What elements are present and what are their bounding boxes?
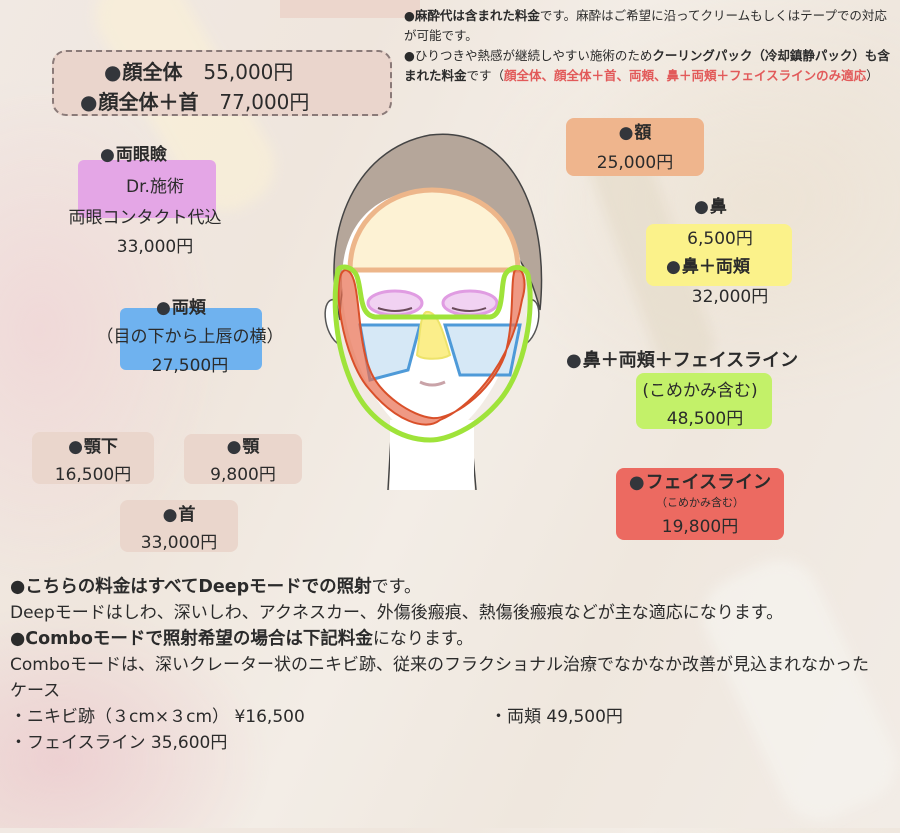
note-cooling-start: ●ひりつきや熱感が継続しやすい施術のため: [404, 48, 653, 63]
plan-name: 両眼瞼: [115, 145, 167, 165]
plan-includes-temple: （こめかみ含む）: [656, 496, 744, 509]
face-diagram-icon: [324, 133, 543, 490]
plan-price: 6,500円: [687, 229, 753, 249]
deep-description: Deepモードはしわ、深いしわ、アクネスカー、外傷後瘢痕、熱傷後瘢痕などが主な適…: [10, 603, 784, 623]
plan-neck-title: 首: [120, 500, 238, 525]
plan-price: 19,800円: [661, 517, 739, 537]
plan-nose-cheeks-faceline-title: 鼻＋両頬＋フェイスライン: [566, 346, 798, 372]
plan-name: 鼻＋両頬: [681, 257, 750, 277]
nose-box: [646, 224, 792, 286]
bullet-icon: [163, 505, 179, 525]
bullet-icon: [694, 197, 710, 217]
bullet-icon: [104, 60, 122, 84]
nose-cheeks-faceline-box: [636, 373, 772, 429]
note-cooling-applicable: 顔全体、顔全体＋首、両頬、鼻＋両頬＋フェイスラインのみ適応: [504, 68, 867, 83]
plan-nose-cheeks-title: 鼻＋両頬: [666, 252, 750, 277]
chin-box: [184, 434, 302, 484]
plan-chin-title: 顎: [184, 432, 302, 457]
combo-description: Comboモードは、深いクレーター状のニキビ跡、従来のフラクショナル治療でなかな…: [10, 655, 870, 701]
bullet-icon: [156, 298, 172, 318]
plan-eyelids-doctor: Dr.施術: [126, 177, 184, 197]
plan-price: 9,800円: [210, 465, 276, 485]
bullet-icon: [68, 437, 84, 457]
plan-name: 顔全体: [122, 60, 183, 84]
deep-heading-bold: ●こちらの料金はすべてDeepモードでの照射: [10, 577, 372, 597]
deep-heading: ●こちらの料金はすべてDeepモードでの照射です。: [10, 574, 890, 600]
plan-price: 55,000円: [203, 60, 294, 84]
plan-name: 額: [634, 123, 652, 143]
bullet-icon: [666, 257, 682, 277]
plan-name: フェイスライン: [645, 472, 772, 493]
notes-block: ●麻酔代は含まれた料金です。麻酔はご希望に沿ってクリームもしくはテープでの対応が…: [404, 6, 894, 86]
note-cooling-end: ）: [866, 68, 879, 83]
plan-nose-title: 鼻: [694, 192, 727, 217]
plan-eyelids-title: 両眼瞼: [100, 140, 167, 165]
plan-price: 33,000円: [140, 533, 218, 553]
plan-includes-temple: (こめかみ含む): [642, 381, 758, 401]
plan-name: 鼻＋両頬＋フェイスライン: [582, 350, 799, 371]
combo-heading: ●Comboモードで照射希望の場合は下記料金になります。: [10, 626, 890, 652]
plan-forehead-title: 額: [566, 118, 704, 143]
plan-name: 首: [178, 505, 196, 525]
top-decor-strip: [280, 0, 420, 18]
eyelids-box: [78, 160, 216, 218]
note-cooling-bold: クーリングパック（冷却鎮静パック）も含まれた料金: [404, 48, 890, 83]
plan-full-face: 顔全体 55,000円: [104, 56, 293, 85]
combo-heading-rest: になります。: [372, 629, 474, 649]
cheeks-box: [120, 308, 262, 370]
plan-name: 顎下: [83, 437, 118, 457]
note-anesthesia: ●麻酔代は含まれた料金です。麻酔はご希望に沿ってクリームもしくはテープでの対応が…: [404, 6, 894, 46]
plan-name: 両頬: [171, 298, 206, 318]
bullet-icon: [566, 350, 583, 371]
mode-info-section: ●こちらの料金はすべてDeepモードでの照射です。 Deepモードはしわ、深いし…: [10, 574, 890, 756]
plan-name: 鼻: [709, 197, 727, 217]
faceline-box: [616, 468, 784, 540]
note-cooling: ●ひりつきや熱感が継続しやすい施術のためクーリングパック（冷却鎮静パック）も含ま…: [404, 46, 894, 86]
plan-faceline-title: フェイスライン: [616, 468, 784, 494]
plan-under-jaw-title: 顎下: [32, 432, 154, 457]
plan-price: 27,500円: [151, 356, 229, 376]
plan-price: 25,000円: [596, 153, 674, 173]
plan-price: 16,500円: [54, 465, 132, 485]
note-anesthesia-bold: ●麻酔代は含まれた料金: [404, 8, 540, 23]
bullet-icon: [80, 90, 98, 114]
full-face-box: [52, 50, 392, 116]
plan-name: 顔全体＋首: [98, 90, 199, 114]
combo-item-faceline: ・フェイスライン 35,600円: [10, 733, 228, 753]
plan-price: 33,000円: [116, 237, 194, 257]
plan-cheeks-area: （目の下から上唇の横）: [96, 327, 284, 347]
note-anesthesia-text: です。麻酔はご希望に沿ってクリームもしくはテープでの対応が可能です。: [404, 8, 887, 43]
plan-full-face-neck: 顔全体＋首 77,000円: [80, 86, 309, 115]
neck-box: [120, 500, 238, 552]
combo-heading-bold: ●Comboモードで照射希望の場合は下記料金: [10, 629, 373, 649]
bullet-icon: [227, 437, 243, 457]
bullet-icon: [619, 123, 635, 143]
plan-name: 顎: [242, 437, 260, 457]
plan-price: 77,000円: [219, 90, 310, 114]
combo-item-cheeks: ・両頬 49,500円: [490, 707, 623, 727]
bullet-icon: [100, 145, 116, 165]
bullet-icon: [629, 472, 646, 493]
deep-heading-rest: です。: [371, 577, 421, 597]
under-jaw-box: [32, 432, 154, 484]
plan-price: 48,500円: [666, 409, 744, 429]
combo-item-acne-scar: ・ニキビ跡（３cm×３cm） ¥16,500: [10, 707, 305, 727]
plan-price: 32,000円: [691, 287, 769, 307]
combo-price-row: ・ニキビ跡（３cm×３cm） ¥16,500 ・両頬 49,500円: [10, 704, 890, 730]
plan-cheeks-title: 両頬: [156, 293, 206, 318]
forehead-box: [566, 118, 704, 176]
plan-eyelids-contact: 両眼コンタクト代込: [68, 208, 222, 228]
note-cooling-mid: です（: [466, 68, 505, 83]
